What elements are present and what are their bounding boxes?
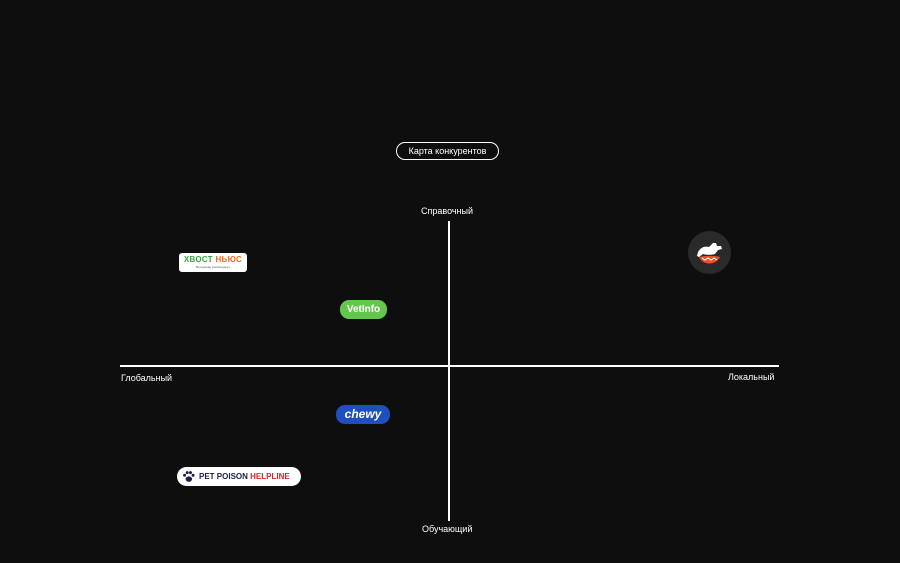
vertical-axis	[448, 221, 450, 521]
hvost-news-tagline: Ветеринар рекомендует	[196, 265, 230, 269]
pet-poison-helpline-wordmark: PET POISON HELPLINE	[199, 472, 290, 481]
pet-poison-word: PET POISON	[199, 472, 251, 481]
pet-poison-helpline-logo: PET POISON HELPLINE	[177, 467, 301, 486]
axis-label-left: Глобальный	[121, 373, 173, 383]
hvost-news-word-2: НЬЮС	[215, 255, 243, 264]
chewy-logo: chewy	[336, 405, 390, 424]
helpline-word: HELPLINE	[250, 472, 290, 481]
hvost-news-logo: ХВОСТ НЬЮС Ветеринар рекомендует	[179, 253, 247, 272]
axis-label-bottom: Обучающий	[422, 524, 473, 534]
axis-label-right: Локальный	[728, 372, 775, 382]
dog-jumping-icon	[697, 243, 722, 264]
local-competitor-logo	[688, 231, 731, 274]
paw-icon	[183, 471, 195, 482]
map-title: Карта конкурентов	[396, 142, 499, 160]
hvost-news-wordmark: ХВОСТ НЬЮС	[179, 254, 247, 265]
hvost-news-word-1: ХВОСТ	[183, 255, 216, 264]
axis-label-top: Справочный	[421, 206, 474, 216]
vetinfo-logo: VetInfo	[340, 300, 387, 319]
